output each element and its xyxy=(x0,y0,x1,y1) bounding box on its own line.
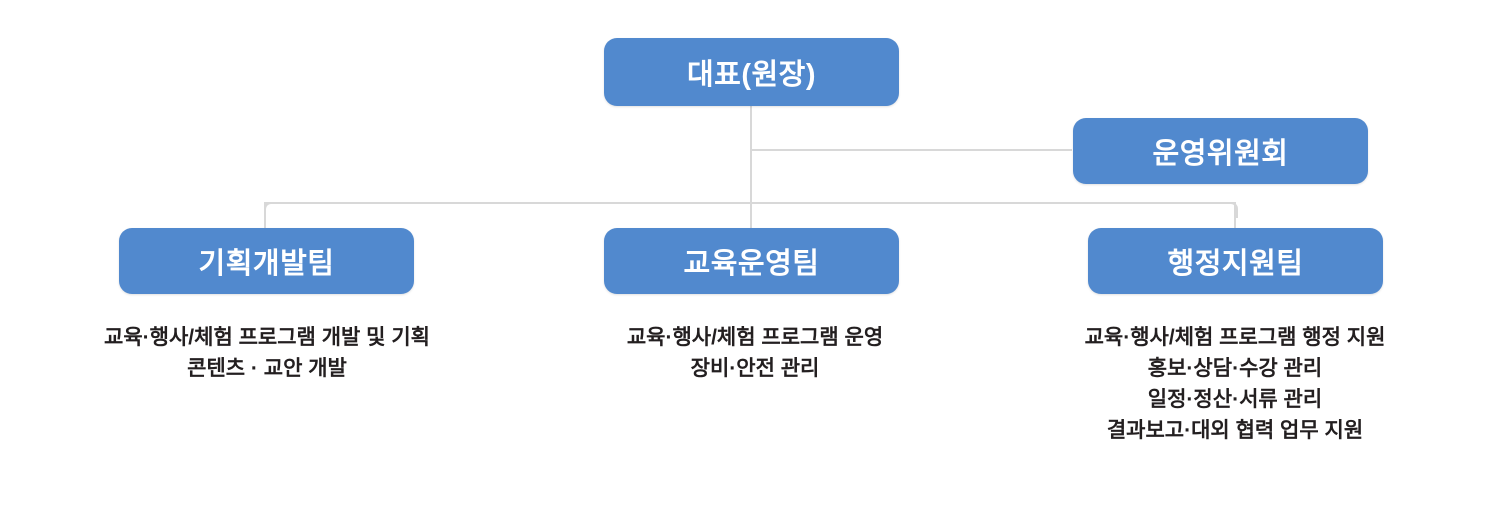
duties-team-planning-development: 교육·행사/체험 프로그램 개발 및 기획 콘텐츠 · 교안 개발 xyxy=(52,322,482,384)
node-team-planning-development[interactable]: 기획개발팀 xyxy=(119,228,414,294)
node-team-education-operations[interactable]: 교육운영팀 xyxy=(604,228,899,294)
duty-line: 콘텐츠 · 교안 개발 xyxy=(187,357,347,380)
node-operating-committee[interactable]: 운영위원회 xyxy=(1073,118,1368,184)
duty-line: 홍보·상담·수강 관리 xyxy=(1147,357,1323,380)
duties-team-education-operations: 교육·행사/체험 프로그램 운영 장비·안전 관리 xyxy=(540,322,970,384)
connector-elbow-left xyxy=(264,202,280,218)
duties-team-administrative-support: 교육·행사/체험 프로그램 행정 지원 홍보·상담·수강 관리 일정·정산·서류… xyxy=(1020,322,1450,446)
duty-line: 장비·안전 관리 xyxy=(690,357,820,380)
node-team-administrative-support[interactable]: 행정지원팀 xyxy=(1088,228,1383,294)
duty-line: 결과보고·대외 협력 업무 지원 xyxy=(1106,419,1364,442)
node-root-director[interactable]: 대표(원장) xyxy=(604,38,899,106)
duty-line: 일정·정산·서류 관리 xyxy=(1147,388,1323,411)
duty-line: 교육·행사/체험 프로그램 개발 및 기획 xyxy=(104,326,430,349)
connector-elbow-right xyxy=(1222,202,1238,218)
duty-line: 교육·행사/체험 프로그램 운영 xyxy=(626,326,884,349)
connector-committee-branch xyxy=(750,149,1072,151)
connector-drop-team-3 xyxy=(1234,202,1236,229)
duty-line: 교육·행사/체험 프로그램 행정 지원 xyxy=(1084,326,1386,349)
connector-drop-team-1 xyxy=(264,202,266,229)
connector-root-stem xyxy=(750,105,752,204)
connector-drop-team-2 xyxy=(750,202,752,229)
